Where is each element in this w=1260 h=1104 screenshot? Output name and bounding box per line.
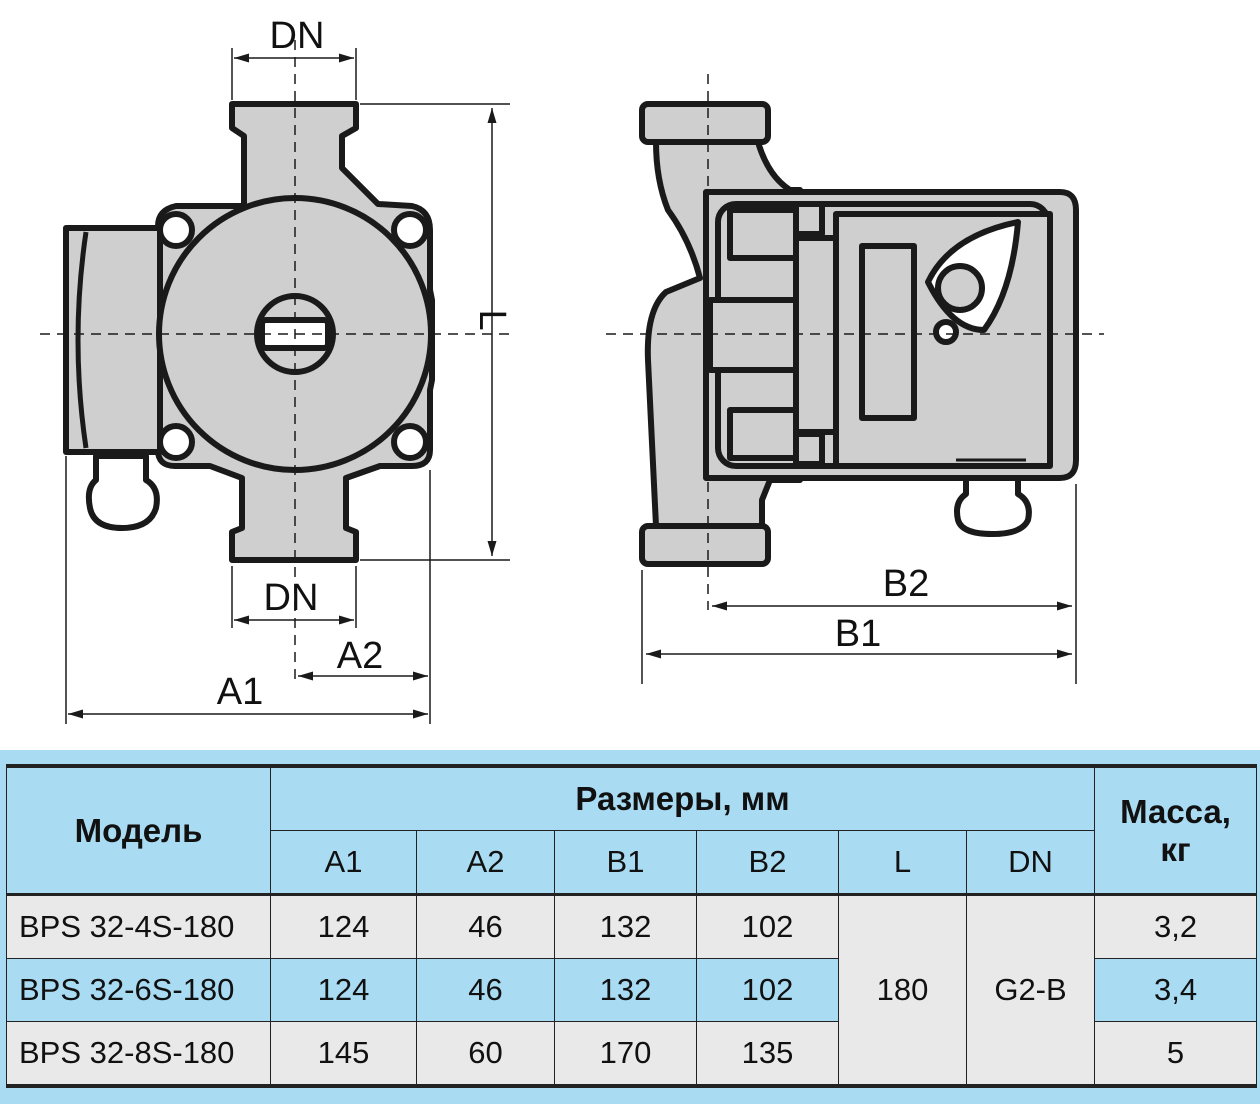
front-terminal-curve [75, 231, 89, 449]
cell-mass: 5 [1094, 1021, 1258, 1087]
dim-label-dn-bottom: DN [264, 577, 319, 619]
header-col-l: L [838, 830, 967, 895]
dim-label-b1: B1 [835, 613, 881, 655]
header-col-b2: B2 [696, 830, 839, 895]
cell-a1: 145 [270, 1021, 417, 1087]
dim-label-b2: B2 [883, 563, 929, 605]
dim-label-a2: A2 [337, 635, 383, 677]
cell-a2: 60 [416, 1021, 555, 1087]
cell-a1: 124 [270, 893, 417, 959]
cell-dn-shared: G2-B [965, 893, 1096, 1087]
side-stator-block [727, 407, 799, 461]
header-mass-line1: Масса, [1120, 792, 1231, 830]
cell-a2: 46 [416, 893, 555, 959]
cell-b2: 135 [696, 1021, 839, 1087]
side-tab [793, 431, 825, 467]
side-top-flange [639, 101, 771, 145]
header-model: Модель [6, 765, 271, 895]
table-row: BPS 32-4S-180 124 46 132 102 180 G2-B 3,… [6, 893, 1258, 1087]
front-bolt-hole [157, 423, 195, 461]
specs-panel: Модель Размеры, мм Масса, кг A1 A2 B1 B2… [0, 750, 1260, 1104]
pump-dimension-drawing: DN DN L A2 A1 [40, 15, 1104, 724]
cell-b2: 102 [696, 893, 839, 959]
side-speed-knob [935, 263, 985, 313]
header-col-a2: A2 [416, 830, 555, 895]
side-speed-label-window [859, 243, 917, 421]
side-tab [793, 201, 825, 237]
side-dimension-lines [606, 74, 1104, 684]
cell-l-shared: 180 [838, 893, 967, 1087]
dim-label-l: L [471, 309, 513, 330]
side-stator-block [727, 207, 799, 261]
header-mass-line2: кг [1160, 830, 1191, 868]
cell-a1: 124 [270, 958, 417, 1022]
front-cable-gland [85, 453, 160, 531]
header-col-dn: DN [965, 830, 1096, 895]
front-bolt-hole [157, 211, 195, 249]
cell-mass: 3,4 [1094, 958, 1258, 1022]
cell-b2: 102 [696, 958, 839, 1022]
side-terminal-cover [793, 235, 839, 435]
cell-model: BPS 32-8S-180 [6, 1021, 271, 1087]
front-bolt-hole [391, 211, 429, 249]
header-sizes: Размеры, мм [269, 765, 1096, 831]
cell-b1: 170 [554, 1021, 697, 1087]
side-indicator [933, 319, 959, 345]
cell-mass: 3,2 [1094, 893, 1258, 959]
table-row: BPS 32-6S-180 124 46 132 102 3,4 [6, 958, 1258, 1022]
cell-a2: 46 [416, 958, 555, 1022]
dim-label-dn-top: DN [270, 15, 325, 57]
dim-label-a1: A1 [217, 671, 263, 713]
header-mass: Масса, кг [1094, 765, 1258, 895]
side-bottom-flange [639, 523, 771, 567]
cell-b1: 132 [554, 893, 697, 959]
specs-table: Модель Размеры, мм Масса, кг A1 A2 B1 B2… [6, 764, 1258, 1088]
side-stator-block [707, 297, 803, 373]
cell-model: BPS 32-4S-180 [6, 893, 271, 959]
side-view [639, 101, 1079, 567]
side-cable-gland [954, 475, 1032, 537]
table-row: BPS 32-8S-180 145 60 170 135 5 [6, 1021, 1258, 1087]
header-col-a1: A1 [270, 830, 417, 895]
header-col-b1: B1 [554, 830, 697, 895]
front-bolt-hole [391, 423, 429, 461]
cell-b1: 132 [554, 958, 697, 1022]
front-view [63, 101, 435, 563]
front-dimension-lines [40, 40, 510, 724]
cell-model: BPS 32-6S-180 [6, 958, 271, 1022]
